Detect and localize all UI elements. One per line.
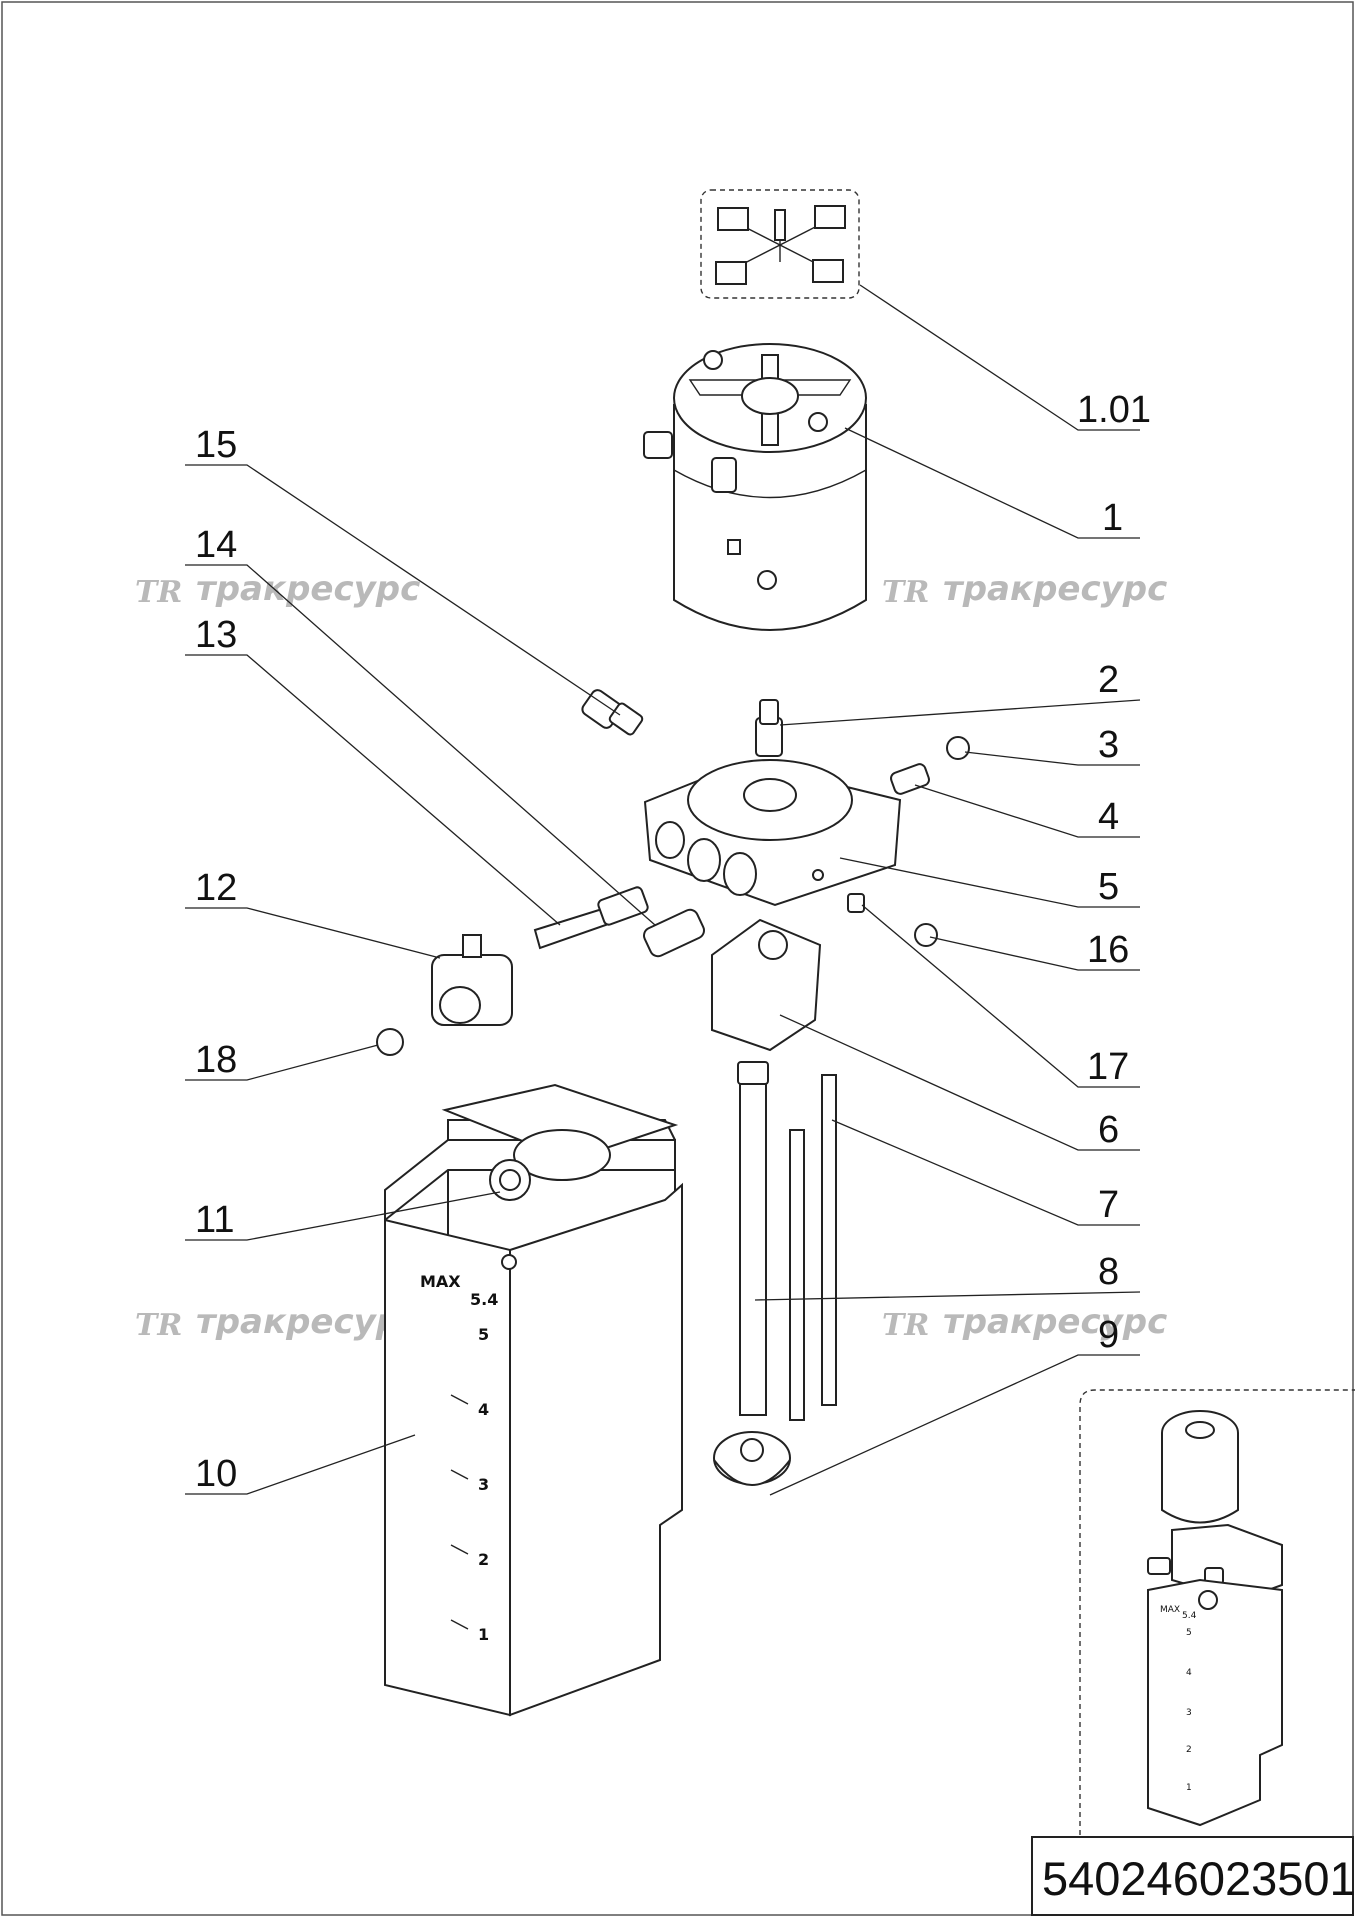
scale-mark-5: 5 — [478, 1325, 489, 1344]
scale-max-label: MAX — [420, 1272, 461, 1291]
callout-label: 15 — [195, 424, 237, 466]
part-return-pipe-long — [821, 1074, 837, 1406]
part-nut — [376, 1028, 404, 1056]
callout-label: 1 — [1102, 497, 1123, 539]
document-number-box: 540246023501 — [1031, 1836, 1355, 1916]
callout-label: 6 — [1098, 1109, 1119, 1151]
part-relief-valve — [643, 908, 705, 958]
callout-label: 12 — [195, 867, 237, 909]
part-check-valve — [890, 763, 930, 795]
part-coupling — [755, 699, 783, 757]
inset-scale-mark-3: 3 — [1186, 1708, 1192, 1718]
watermark-bottom-right: TR тракресурс — [882, 1302, 1167, 1343]
watermark-top-right: TR тракресурс — [882, 569, 1167, 610]
scale-mark-2: 2 — [478, 1550, 489, 1569]
inset-scale-mark-5: 5 — [1186, 1628, 1192, 1638]
part-brush-set — [700, 189, 860, 299]
callout-labels: 1.01 1 2 3 4 5 16 17 6 7 8 9 15 14 13 12… — [195, 389, 1151, 1495]
part-oil-tank — [384, 1083, 683, 1717]
tank-level-scale: MAX 5.4 5 4 3 2 1 — [420, 1272, 498, 1644]
callout-label: 11 — [195, 1199, 234, 1241]
leader-lines — [185, 284, 1141, 1496]
callout-label: 17 — [1087, 1046, 1129, 1088]
part-pump-block — [643, 759, 902, 907]
callout-label: 16 — [1087, 929, 1129, 971]
assembly-inset: MAX 5.4 5 4 3 2 1 — [1079, 1389, 1355, 1835]
inset-scale-max-label: MAX — [1160, 1605, 1180, 1615]
callout-label: 8 — [1098, 1251, 1119, 1293]
inset-scale-max-values: 5.4 — [1182, 1611, 1197, 1621]
callout-label: 13 — [195, 614, 237, 656]
scale-mark-4: 4 — [478, 1400, 489, 1419]
part-seal — [914, 923, 938, 947]
part-pressure-valve — [581, 689, 644, 736]
part-solenoid-coil — [431, 934, 513, 1026]
part-motor — [643, 343, 867, 631]
callout-label: 3 — [1098, 724, 1119, 766]
part-plug — [946, 736, 970, 760]
part-pin — [847, 893, 865, 913]
inset-scale-mark-1: 1 — [1186, 1783, 1192, 1793]
scale-mark-1: 1 — [478, 1625, 489, 1644]
callout-label: 7 — [1098, 1184, 1119, 1226]
part-gear-pump — [711, 918, 822, 1052]
inset-scale-mark-4: 4 — [1186, 1668, 1192, 1678]
scale-max-values: 5.4 — [470, 1290, 498, 1309]
part-suction-pipe — [737, 1061, 769, 1416]
callout-label: 2 — [1098, 659, 1119, 701]
inset-scale-mark-2: 2 — [1186, 1745, 1192, 1755]
callout-label: 18 — [195, 1039, 237, 1081]
watermark-logo: TR — [882, 1308, 929, 1343]
watermark-text: тракресурс — [196, 1302, 420, 1342]
watermark-top-left: TR тракресурс — [135, 569, 420, 610]
watermark-text: тракресурс — [196, 569, 420, 609]
part-filter — [713, 1431, 791, 1486]
callout-label: 5 — [1098, 866, 1119, 908]
part-return-pipe-short — [789, 1129, 805, 1421]
callout-label: 1.01 — [1077, 389, 1151, 431]
watermark-bottom-left: TR тракресурс — [135, 1302, 420, 1343]
callout-label: 4 — [1098, 796, 1119, 838]
part-valve-cartridge — [533, 886, 649, 950]
document-number: 540246023501 — [1042, 1852, 1355, 1905]
watermark-logo: TR — [882, 575, 929, 610]
callout-label: 10 — [195, 1453, 237, 1495]
callout-label: 9 — [1098, 1314, 1119, 1356]
scale-mark-3: 3 — [478, 1475, 489, 1494]
callout-label: 14 — [195, 524, 237, 566]
watermark-text: тракресурс — [943, 569, 1167, 609]
watermark-text: тракресурс — [943, 1302, 1167, 1342]
watermark-logo: TR — [135, 1308, 182, 1343]
watermark-logo: TR — [135, 575, 182, 610]
